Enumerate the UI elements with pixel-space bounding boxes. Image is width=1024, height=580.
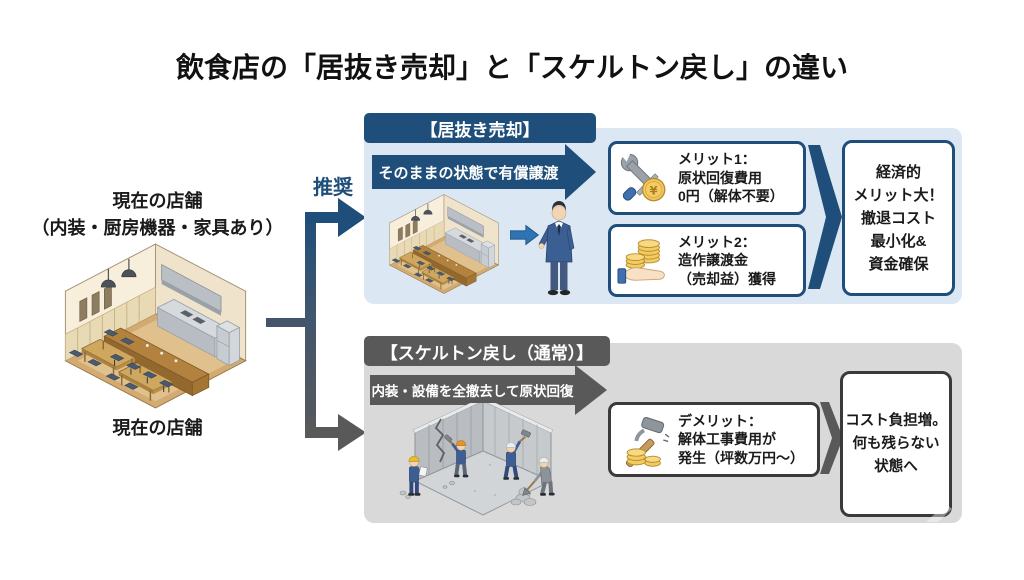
right-arrow-banner-shape (372, 144, 596, 200)
demerit-line: 解体工事費用が (678, 431, 776, 448)
panel-corner-watermark (926, 496, 952, 522)
inuki-result-line: 最小化& (870, 232, 927, 250)
inuki-result-line: 資金確保 (868, 255, 929, 273)
skeleton-result-line: コスト負担増。 (845, 412, 947, 429)
demerit-line: 発生（坪数万円〜） (678, 449, 804, 466)
merit-1-box: ¥ メリット1： 原状回復費用 0円（解体不要） (608, 141, 806, 215)
skeleton-result-line: 状態へ (874, 458, 918, 475)
result-chevron-bottom (820, 402, 843, 474)
merit-2-line: メリット2： (678, 233, 756, 250)
wrench-screwdriver-yen-coin-icon: ¥ (618, 151, 666, 202)
worker-breaking-wall (444, 434, 469, 478)
merit-2-text: メリット2： 造作譲渡金 （売却益）獲得 (678, 233, 776, 289)
worker-with-clipboard (408, 455, 428, 496)
inuki-result-line: メリット大！ (853, 186, 944, 204)
buyer-businessman-illustration (538, 201, 575, 296)
merit-2-line: （売却益）獲得 (678, 270, 776, 287)
merit-1-text: メリット1： 原状回復費用 0円（解体不要） (678, 150, 784, 206)
current-restaurant-illustration (48, 240, 263, 412)
restaurant-sold-as-is-illustration (382, 192, 506, 296)
merit-1-line: 原状回復費用 (678, 169, 762, 186)
skeleton-header-label: 【スケルトン戻し（通常）】 (380, 343, 594, 363)
svg-text:¥: ¥ (650, 183, 658, 197)
current-shop-label-line2: （内装・厨房機器・家具あり） (31, 218, 284, 238)
merit-1-line: メリット1： (678, 151, 756, 168)
merit-2-line: 造作譲渡金 (678, 252, 748, 269)
hand-offering-coins-icon (617, 238, 665, 284)
as-is-transfer-banner-label: そのままの状態で有償譲渡 (378, 164, 559, 182)
demolition-workers-illustration (399, 403, 555, 516)
current-shop-label-bottom: 現在の店舗 (112, 418, 203, 438)
merit-1-line: 0円（解体不要） (678, 188, 784, 205)
as-is-transfer-banner: そのままの状態で有償譲渡 (372, 144, 596, 200)
skeleton-result-box: コスト負担増。 何も残らない 状態へ (840, 371, 952, 517)
inuki-sale-header-label: 【居抜き売却】 (420, 120, 540, 140)
skeleton-header: 【スケルトン戻し（通常）】 (364, 336, 610, 366)
current-shop-label-top: 現在の店舗 （内装・厨房機器・家具あり） (10, 188, 305, 242)
skeleton-result-line: 何も残らない (852, 435, 940, 452)
right-arrow-banner-shape (370, 365, 607, 415)
result-chevron-top (808, 145, 842, 289)
branch-connector-arrows (266, 198, 366, 451)
hammer-coins-icon (625, 416, 670, 467)
inuki-result-line: 撤退コスト (860, 209, 936, 227)
demerit-box: デメリット： 解体工事費用が 発生（坪数万円〜） (608, 402, 820, 477)
demerit-text: デメリット： 解体工事費用が 発生（坪数万円〜） (678, 412, 804, 468)
merit-2-box: メリット2： 造作譲渡金 （売却益）獲得 (608, 224, 806, 297)
inuki-sale-header: 【居抜き売却】 (364, 113, 596, 143)
transfer-right-arrow-icon (510, 224, 540, 246)
worker-with-sledgehammer (503, 429, 531, 480)
page-title: 飲食店の「居抜き売却」と「スケルトン戻し」の違い (175, 52, 848, 83)
demerit-line: デメリット： (678, 412, 762, 429)
current-shop-label-line1: 現在の店舗 (112, 191, 203, 211)
worker-shoveling-debris (522, 457, 555, 496)
inuki-result-line: 経済的 (875, 163, 921, 181)
recommended-label: 推奨 (313, 177, 353, 199)
full-removal-banner-label: 内装・設備を全撤去して原状回復 (371, 384, 574, 399)
full-removal-banner: 内装・設備を全撤去して原状回復 (370, 365, 607, 415)
inuki-result-box: 経済的 メリット大！ 撤退コスト 最小化& 資金確保 (842, 140, 955, 296)
